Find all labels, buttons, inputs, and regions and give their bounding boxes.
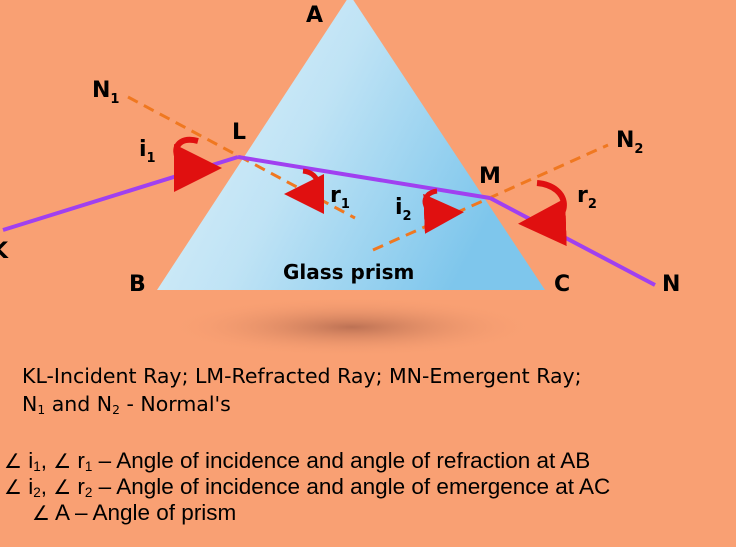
legend-row-3-text: A – Angle of prism [49, 500, 237, 525]
legend-row-1-comma: , [40, 448, 54, 473]
point-label-m: M [479, 164, 501, 189]
angle-label-r2: r2 [577, 183, 597, 212]
angle-label-r1: r1 [330, 183, 350, 212]
caption-line-1: KL-Incident Ray; LM-Refracted Ray; MN-Em… [22, 364, 582, 388]
emergent-ray-mn [489, 196, 656, 287]
prism-shadow [167, 297, 537, 357]
legend-row-2-text: – Angle of incidence and angle of emerge… [92, 474, 611, 499]
angle-label-i2: i2 [395, 195, 412, 224]
caption-n1: N [22, 392, 38, 416]
caption-normals: - Normal's [119, 392, 231, 416]
legend-row-3: ∠ A – Angle of prism [4, 500, 610, 526]
angle-label-i1: i1 [139, 137, 156, 166]
legend-row-2-comma: , [40, 474, 54, 499]
legend-row-2-i: i [21, 474, 34, 499]
angle-symbol-icon: ∠ [32, 501, 50, 525]
legend-row-2: ∠ i2, ∠ r2 – Angle of incidence and angl… [4, 474, 610, 500]
angle-symbol-icon: ∠ [4, 475, 22, 499]
normal-label-n2: N2 [616, 128, 643, 157]
legend-row-1-i-sub: 1 [33, 459, 41, 474]
caption-and-n2: and N [45, 392, 113, 416]
angle-i1-arrow [173, 136, 222, 192]
point-label-n: N [662, 272, 680, 297]
legend-row-1-text: – Angle of incidence and angle of refrac… [92, 448, 591, 473]
caption-line-2: N1 and N2 - Normal's [22, 390, 582, 418]
angle-i2-arrow [422, 188, 464, 234]
angle-symbol-icon: ∠ [53, 449, 72, 473]
legend-row-1: ∠ i1, ∠ r1 – Angle of incidence and angl… [4, 448, 610, 474]
refracted-ray-lm [237, 155, 491, 200]
vertex-label-b: B [129, 272, 146, 297]
ray-caption: KL-Incident Ray; LM-Refracted Ray; MN-Em… [22, 362, 582, 418]
vertex-label-a: A [306, 3, 323, 28]
legend-row-1-i: i [21, 448, 34, 473]
legend-row-2-r-sub: 2 [84, 485, 93, 500]
legend-row-1-r: r [71, 448, 85, 473]
caption-n2-sub: 2 [112, 403, 120, 417]
incident-ray-kl [2, 155, 239, 232]
angle-legend: ∠ i1, ∠ r1 – Angle of incidence and angl… [4, 448, 610, 526]
angle-symbol-icon: ∠ [53, 475, 72, 499]
point-label-l: L [232, 120, 246, 145]
angle-r1-arrow [284, 168, 325, 214]
angle-symbol-icon: ∠ [4, 449, 22, 473]
prism-label: Glass prism [283, 260, 414, 284]
angle-r2-arrow [518, 180, 567, 247]
legend-row-2-r: r [71, 474, 85, 499]
legend-row-2-i-sub: 2 [33, 485, 41, 500]
vertex-label-c: C [554, 272, 570, 297]
legend-row-1-r-sub: 1 [84, 459, 93, 474]
normal-label-n1: N1 [92, 78, 119, 107]
caption-n1-sub: 1 [37, 403, 46, 417]
point-label-k: K [0, 239, 9, 264]
